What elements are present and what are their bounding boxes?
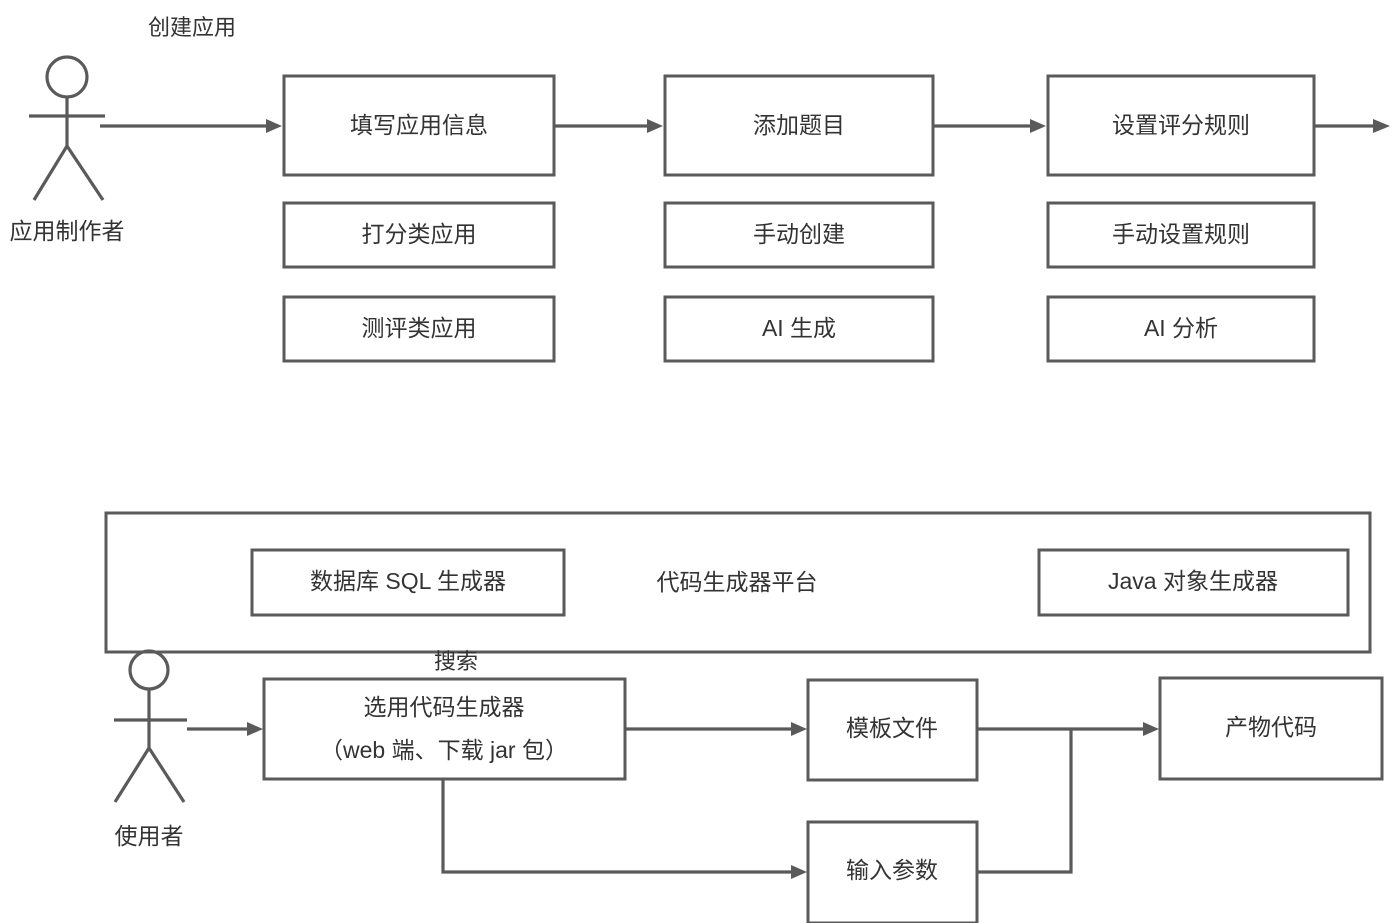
box-scoring-app[interactable] <box>282 201 556 269</box>
user-right-leg-line <box>147 747 186 803</box>
box-fill-app-info[interactable] <box>282 74 556 177</box>
box-scoring-rules[interactable] <box>1046 74 1316 177</box>
user-left-leg-line <box>113 747 151 803</box>
box-label-scoring-app: 打分类应用 <box>362 221 477 247</box>
bottom-edge-label: 搜索 <box>434 649 478 674</box>
box-label-manual-create: 手动创建 <box>753 221 845 247</box>
box-input-params[interactable] <box>806 820 979 923</box>
box-label-select-generator-line1: 选用代码生成器 <box>364 694 525 720</box>
platform-title: 代码生成器平台 <box>657 569 818 595</box>
box-label-input-params: 输入参数 <box>846 857 938 883</box>
box-label-select-generator-line2: （web 端、下载 jar 包） <box>320 737 568 763</box>
box-java-object-generator[interactable] <box>1037 548 1350 617</box>
box-manual-rules[interactable] <box>1046 201 1316 269</box>
actor-head-icon <box>45 55 89 99</box>
actor-right-leg-line <box>65 145 105 201</box>
actor-app-creator: 应用制作者 <box>10 55 125 244</box>
user-head-icon <box>128 649 170 691</box>
arrow-user-to-selector <box>187 722 263 736</box>
box-output-code[interactable] <box>1158 676 1384 781</box>
box-manual-create[interactable] <box>663 201 935 269</box>
box-label-add-questions: 添加题目 <box>753 112 845 138</box>
box-ai-generate[interactable] <box>663 295 935 363</box>
actor-left-leg-line <box>32 145 69 201</box>
arrow-selector-to-template <box>625 722 807 736</box>
box-label-template-file: 模板文件 <box>846 715 938 741</box>
box-select-generator[interactable] <box>262 677 627 781</box>
box-label-evaluation-app: 测评类应用 <box>362 315 477 341</box>
box-label-scoring-rules: 设置评分规则 <box>1112 112 1250 138</box>
box-label-ai-generate: AI 生成 <box>762 315 836 341</box>
arrow-actor-to-col1 <box>100 119 282 133</box>
top-edge-label: 创建应用 <box>148 15 236 40</box>
box-add-questions[interactable] <box>663 74 935 177</box>
box-label-java-object-generator: Java 对象生成器 <box>1108 568 1278 594</box>
box-sql-generator[interactable] <box>250 548 566 617</box>
connector-params-riser <box>977 729 1073 874</box>
box-label-output-code: 产物代码 <box>1225 714 1317 740</box>
actor-user-label: 使用者 <box>115 823 184 849</box>
box-evaluation-app[interactable] <box>282 295 556 363</box>
actor-user: 使用者 <box>113 649 187 849</box>
box-label-app-info: 填写应用信息 <box>350 112 488 138</box>
box-template-file[interactable] <box>806 678 979 782</box>
box-ai-analysis[interactable] <box>1046 295 1316 363</box>
arrow-col2-to-col3 <box>933 119 1046 133</box>
arrow-col3-to-right-edge <box>1314 119 1390 133</box>
arrow-col1-to-col2 <box>554 119 663 133</box>
box-label-sql-generator: 数据库 SQL 生成器 <box>310 568 506 594</box>
arrow-selector-to-params <box>441 779 807 879</box>
box-label-manual-rules: 手动设置规则 <box>1112 221 1250 247</box>
box-label-ai-analysis: AI 分析 <box>1144 315 1218 341</box>
arrow-template-to-output <box>977 722 1159 736</box>
actor-app-creator-label: 应用制作者 <box>10 218 125 244</box>
